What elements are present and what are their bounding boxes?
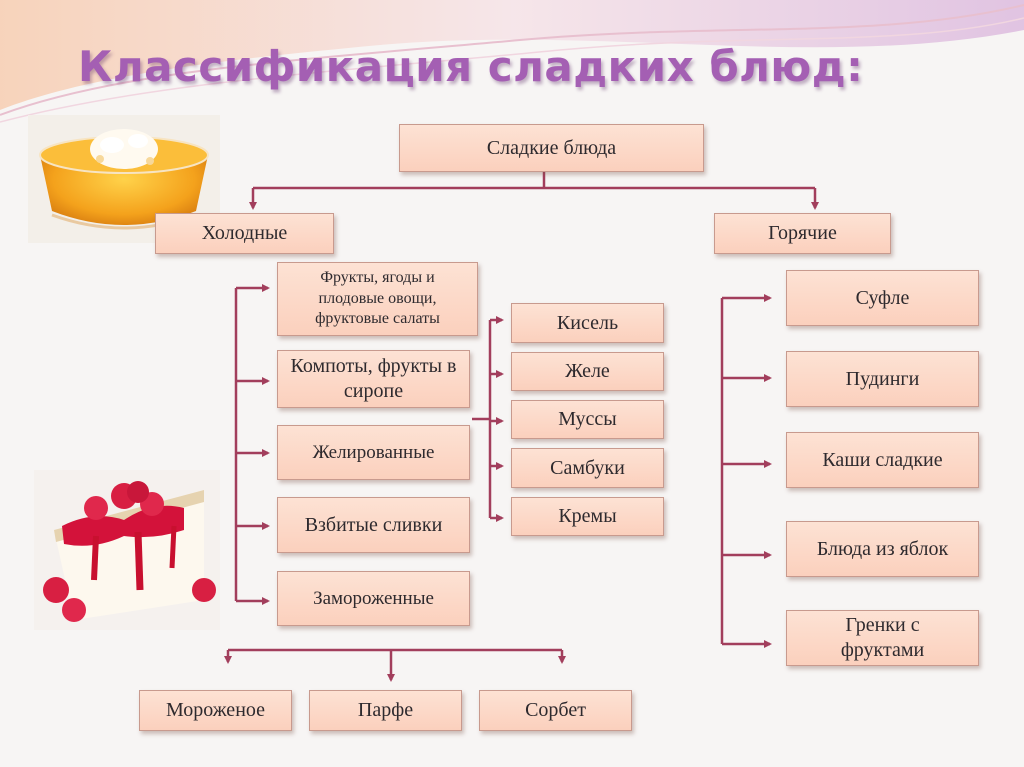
jellied-item-node: Самбуки <box>511 448 664 488</box>
frozen-item-node: Мороженое <box>139 690 292 731</box>
cold-group-node: Замороженные <box>277 571 470 626</box>
root-node: Сладкие блюда <box>399 124 704 172</box>
page-title: Классификация сладких блюд: <box>78 42 864 91</box>
hot-category-node: Горячие <box>714 213 891 254</box>
frozen-item-node: Сорбет <box>479 690 632 731</box>
jellied-item-node: Кисель <box>511 303 664 343</box>
jellied-item-node: Кремы <box>511 497 664 536</box>
cold-group-node: Желированные <box>277 425 470 480</box>
hot-item-node: Каши сладкие <box>786 432 979 488</box>
hot-item-node: Суфле <box>786 270 979 326</box>
cold-group-node: Компоты, фрукты в сиропе <box>277 350 470 408</box>
header-wave-decoration <box>0 0 1024 123</box>
cold-category-node: Холодные <box>155 213 334 254</box>
frozen-item-node: Парфе <box>309 690 462 731</box>
hot-item-node: Гренки с фруктами <box>786 610 979 666</box>
jellied-item-node: Желе <box>511 352 664 391</box>
cold-group-node: Взбитые сливки <box>277 497 470 553</box>
cheesecake-raspberry-photo <box>34 470 220 630</box>
hot-item-node: Пудинги <box>786 351 979 407</box>
cold-group-node: Фрукты, ягоды и плодовые овощи, фруктовы… <box>277 262 478 336</box>
hot-item-node: Блюда из яблок <box>786 521 979 577</box>
jellied-item-node: Муссы <box>511 400 664 439</box>
